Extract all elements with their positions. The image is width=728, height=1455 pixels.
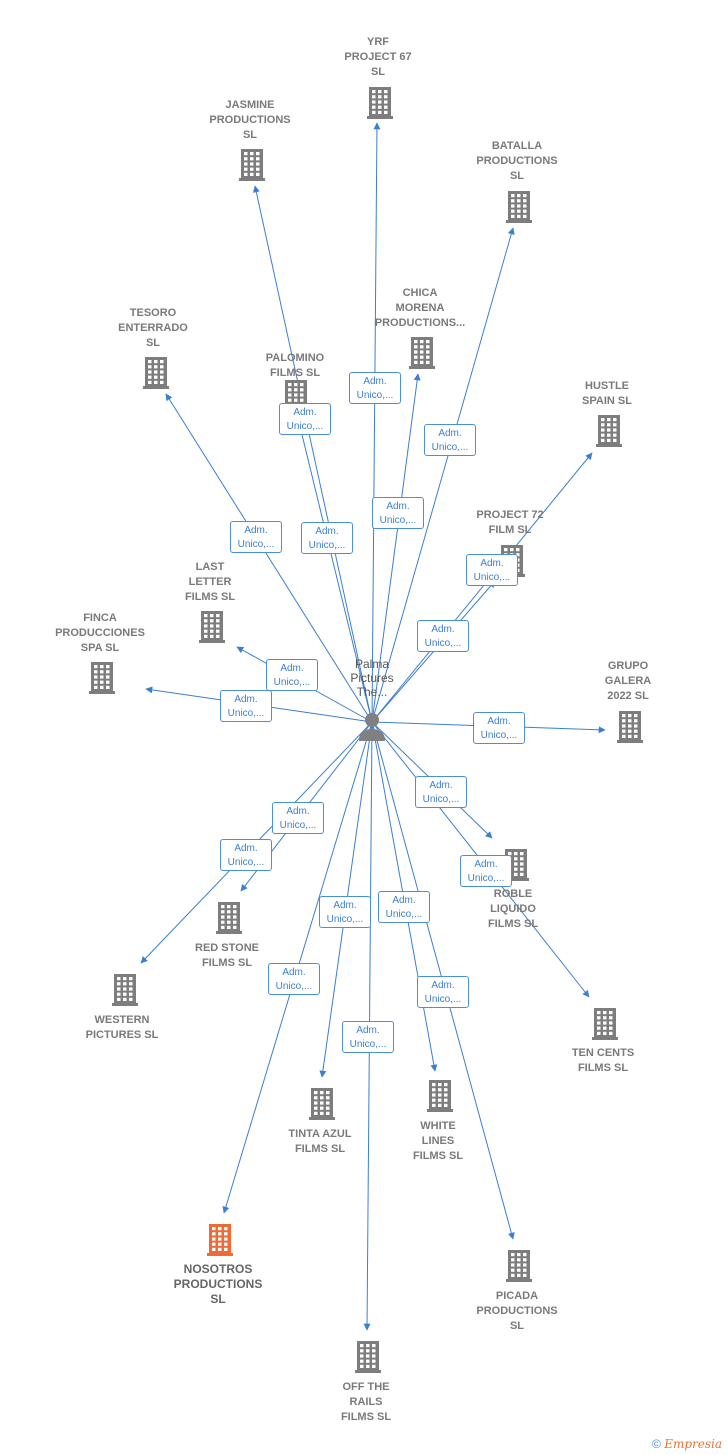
edge-label-palomino[interactable]: Adm. Unico,... <box>301 522 353 554</box>
building-icon[interactable] <box>592 1008 618 1040</box>
edge-label-tesoro[interactable]: Adm. Unico,... <box>230 521 282 553</box>
person-icon[interactable] <box>359 713 385 741</box>
footer-brand: © Empresia <box>652 1437 722 1451</box>
node-label-project72[interactable]: PROJECT 72 FILM SL <box>476 509 544 536</box>
building-icon[interactable] <box>617 711 643 743</box>
building-icon[interactable] <box>207 1224 233 1256</box>
node-label-tinta[interactable]: TINTA AZUL FILMS SL <box>288 1128 352 1155</box>
node-label-western[interactable]: WESTERN PICTURES SL <box>85 1014 159 1041</box>
building-icon[interactable] <box>506 191 532 223</box>
node-label-yrf[interactable]: YRF PROJECT 67 SL <box>344 36 412 78</box>
building-icon[interactable] <box>596 415 622 447</box>
node-label-whitelines[interactable]: WHITE LINES FILMS SL <box>412 1120 464 1162</box>
edge-chica <box>371 373 421 723</box>
node-label-roble[interactable]: ROBLE LIQUIDO FILMS SL <box>487 888 539 930</box>
node-label-redstone[interactable]: RED STONE FILMS SL <box>195 942 259 969</box>
node-label-nosotros[interactable]: NOSOTROS PRODUCTIONS SL <box>173 1262 263 1306</box>
node-label-galera[interactable]: GRUPO GALERA 2022 SL <box>604 660 652 702</box>
edge-label-galera[interactable]: Adm. Unico,... <box>473 712 525 744</box>
edge-label-offrails[interactable]: Adm. Unico,... <box>342 1021 394 1053</box>
edge-label-western[interactable]: Adm. Unico,... <box>220 839 272 871</box>
node-label-palomino[interactable]: PALOMINO FILMS SL <box>265 352 325 379</box>
edge-label-finca[interactable]: Adm. Unico,... <box>220 690 272 722</box>
edge-label-hustle[interactable]: Adm. Unico,... <box>466 554 518 586</box>
node-label-hustle[interactable]: HUSTLE SPAIN SL <box>582 380 632 407</box>
edge-label-yrf[interactable]: Adm. Unico,... <box>349 372 401 404</box>
building-icon[interactable] <box>506 1250 532 1282</box>
brand-logo: Empresia <box>664 1437 722 1451</box>
edge-label-jasmine[interactable]: Adm. Unico,... <box>279 403 331 435</box>
node-label-tencents[interactable]: TEN CENTS FILMS SL <box>571 1047 635 1074</box>
edge-label-chica[interactable]: Adm. Unico,... <box>372 497 424 529</box>
node-label-finca[interactable]: FINCA PRODUCCIONES SPA SL <box>55 612 145 654</box>
building-icon[interactable] <box>427 1080 453 1112</box>
building-icon[interactable] <box>355 1341 381 1373</box>
building-icon[interactable] <box>239 149 265 181</box>
edge-label-tinta[interactable]: Adm. Unico,... <box>319 896 371 928</box>
node-label-picada[interactable]: PICADA PRODUCTIONS SL <box>476 1290 558 1332</box>
node-label-lastletter[interactable]: LAST LETTER FILMS SL <box>184 561 236 603</box>
building-icon[interactable] <box>367 87 393 119</box>
building-icon[interactable] <box>199 611 225 643</box>
node-label-chica[interactable]: CHICA MORENA PRODUCTIONS... <box>374 287 466 329</box>
edge-hustle <box>371 452 593 723</box>
building-icon[interactable] <box>143 357 169 389</box>
edge-batalla <box>371 227 515 723</box>
edge-label-lastletter[interactable]: Adm. Unico,... <box>266 659 318 691</box>
edge-label-project72[interactable]: Adm. Unico,... <box>417 620 469 652</box>
node-label-tesoro[interactable]: TESORO ENTERRADO SL <box>118 307 188 349</box>
edge-yrf <box>371 122 381 723</box>
copyright-icon: © <box>652 1437 661 1451</box>
center-node-label[interactable]: Palma Pictures The... <box>350 657 394 699</box>
edge-label-whitelines[interactable]: Adm. Unico,... <box>378 891 430 923</box>
building-icon[interactable] <box>409 337 435 369</box>
edge-label-picada[interactable]: Adm. Unico,... <box>417 976 469 1008</box>
building-icon[interactable] <box>309 1088 335 1120</box>
building-icon[interactable] <box>112 974 138 1006</box>
node-label-offrails[interactable]: OFF THE RAILS FILMS SL <box>340 1381 392 1423</box>
node-label-batalla[interactable]: BATALLA PRODUCTIONS SL <box>476 140 558 182</box>
node-label-jasmine[interactable]: JASMINE PRODUCTIONS SL <box>209 99 291 141</box>
edge-tesoro <box>165 393 373 723</box>
edge-label-redstone[interactable]: Adm. Unico,... <box>272 802 324 834</box>
building-icon[interactable] <box>216 902 242 934</box>
edge-label-nosotros[interactable]: Adm. Unico,... <box>268 963 320 995</box>
edge-label-tencents[interactable]: Adm. Unico,... <box>460 855 512 887</box>
edge-jasmine <box>252 185 373 723</box>
edge-palomino <box>294 409 373 723</box>
edge-label-batalla[interactable]: Adm. Unico,... <box>424 424 476 456</box>
building-icon[interactable] <box>89 662 115 694</box>
edge-label-roble[interactable]: Adm. Unico,... <box>415 776 467 808</box>
